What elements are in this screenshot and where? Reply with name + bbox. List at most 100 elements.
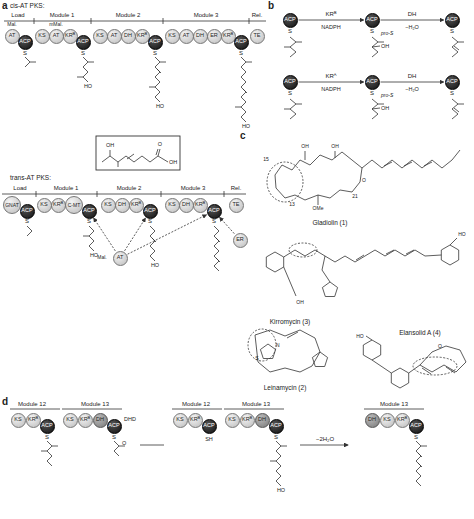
chain xyxy=(150,226,156,261)
domain-label: KRᴮ xyxy=(131,202,141,208)
domain-circle: ACP xyxy=(143,204,158,219)
text-label: Gladiolin (1) xyxy=(312,219,347,226)
text-label: OH xyxy=(106,142,114,148)
domain-label: KS xyxy=(383,417,390,423)
domain-circle: KRᴮ xyxy=(395,413,410,428)
text-label: NADPH xyxy=(321,24,340,30)
text-label: Module 13 xyxy=(380,401,408,408)
highlight-region xyxy=(289,243,317,257)
domain-circle: DH xyxy=(365,413,380,428)
domain-circle: KS xyxy=(165,198,180,213)
text-label: Load xyxy=(13,185,26,192)
domain-label: ACP xyxy=(41,423,52,429)
text-label: 13 xyxy=(289,202,295,208)
text-label: HO xyxy=(242,123,250,129)
chain xyxy=(235,57,252,122)
domain-label: GNAT xyxy=(5,203,19,208)
domain-label: ACP xyxy=(410,423,421,429)
text-label: c xyxy=(240,130,246,141)
text-label: HO xyxy=(458,232,466,238)
reaction-arrow xyxy=(140,445,348,446)
text-label: NADPH xyxy=(321,86,340,92)
domain-label: DH xyxy=(258,417,266,423)
text-label: OH xyxy=(296,300,304,306)
domain-circle: DH xyxy=(193,29,208,44)
text-label: −H₂O xyxy=(405,24,419,30)
domain-label: DH xyxy=(118,202,126,208)
text-label: −2H₂O xyxy=(316,436,334,443)
atom-label: S xyxy=(239,50,243,57)
domain-label: AT xyxy=(9,33,16,39)
text-label: OH xyxy=(169,159,177,165)
domain-circle: KS xyxy=(225,413,240,428)
domain-label: AT xyxy=(117,255,124,261)
text-label: pro-S xyxy=(381,31,393,37)
domain-circle: ACP xyxy=(148,35,163,50)
arrow-label: DH xyxy=(408,11,417,18)
text-label: OH xyxy=(331,144,339,150)
domain-label: KRᴮ xyxy=(223,33,233,39)
text-label: Rel. xyxy=(231,185,242,192)
domain-label: ER xyxy=(210,33,218,39)
domain-label: KS xyxy=(168,202,175,208)
module-bar xyxy=(10,409,424,410)
text-label: Module 1 xyxy=(50,12,75,19)
domain-label: ACP xyxy=(270,423,281,429)
domain-circle: ACP xyxy=(269,419,284,434)
atom-label: S xyxy=(153,50,157,57)
domain-circle: ER xyxy=(207,29,222,44)
domain-circle: ACP xyxy=(82,204,97,219)
domain-circle: ACP xyxy=(18,35,33,50)
domain-circle: AT xyxy=(113,251,128,266)
module-bar xyxy=(2,191,246,197)
domain-circle: KRᴮ xyxy=(188,413,203,428)
chain xyxy=(149,57,166,102)
chain xyxy=(270,441,287,486)
text-label: Load xyxy=(11,12,24,19)
text-label: O xyxy=(122,440,126,446)
domain-label: AT xyxy=(183,33,190,39)
transfer-arrow xyxy=(125,218,146,251)
text-label: OH xyxy=(381,43,389,49)
domain-label: KS xyxy=(228,417,235,423)
domain-label: ACP xyxy=(108,423,119,429)
atom-label: S xyxy=(23,50,27,57)
text-label: S xyxy=(255,356,258,362)
domain-label: ACP xyxy=(19,39,30,45)
arrow-label: KRᴬ xyxy=(325,73,336,80)
product-box xyxy=(96,136,180,170)
chain xyxy=(452,37,464,57)
domain-circle: ACP xyxy=(409,419,424,434)
domain-circle: ACP xyxy=(234,35,249,50)
domain-label: DH xyxy=(182,202,190,208)
domain-label: KRᴮ xyxy=(65,33,75,39)
atom-label: S xyxy=(81,50,85,57)
arrow-label: KRᴮ xyxy=(326,11,337,18)
text-label: trans-AT PKS: xyxy=(10,174,51,181)
domain-circle: KS xyxy=(37,198,52,213)
domain-circle: AT xyxy=(179,29,194,44)
text-label: b xyxy=(268,0,274,11)
text-label: SH xyxy=(205,436,213,442)
atom-label: S xyxy=(288,28,292,35)
text-label: 21 xyxy=(352,194,358,200)
domain-label: TE xyxy=(253,33,260,39)
text-label: d xyxy=(2,396,8,407)
domain-circle: TE xyxy=(229,198,244,213)
domain-label: DH xyxy=(124,33,132,39)
text-label: Module 13 xyxy=(242,401,270,408)
highlight-region xyxy=(248,329,276,361)
domain-circle: TE xyxy=(250,29,265,44)
text-label: cis-AT PKS: xyxy=(10,2,44,9)
domain-label: KRᴮ xyxy=(242,417,252,423)
domain-label: DH xyxy=(368,417,376,423)
text-label: Mal. xyxy=(97,255,106,261)
domain-label: KRᴮ xyxy=(195,202,205,208)
reaction-arrow xyxy=(381,20,444,21)
domain-label: ACP xyxy=(446,17,457,23)
gladiolin-structure xyxy=(275,150,460,205)
text-label: 15 xyxy=(263,157,269,163)
domain-circle: ACP xyxy=(365,13,380,28)
